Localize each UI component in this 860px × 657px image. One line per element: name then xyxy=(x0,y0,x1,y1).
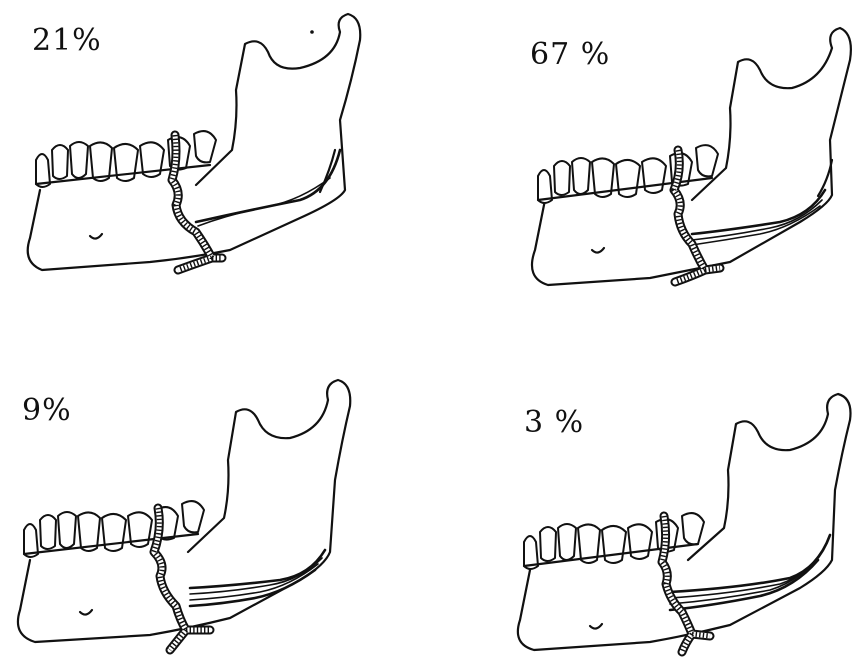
nerve-bundle xyxy=(692,190,825,245)
panel-top-left: 21% xyxy=(0,0,430,330)
mandible-illustration xyxy=(430,330,860,657)
mandible-illustration xyxy=(430,0,860,330)
teeth-row xyxy=(524,513,704,569)
mandible-illustration xyxy=(0,0,430,330)
nerve-bundle xyxy=(190,550,325,606)
facial-artery xyxy=(154,508,210,650)
panel-bottom-right: 3 % xyxy=(430,330,860,657)
panel-top-right: 67 % xyxy=(430,0,860,330)
mandible-illustration xyxy=(0,330,430,657)
nerve-bundle xyxy=(670,535,830,610)
teeth-row xyxy=(538,145,718,203)
teeth-row xyxy=(36,131,216,187)
teeth-row xyxy=(24,501,204,557)
panel-bottom-left: 9% xyxy=(0,330,430,657)
nerve-bundle xyxy=(196,150,340,226)
